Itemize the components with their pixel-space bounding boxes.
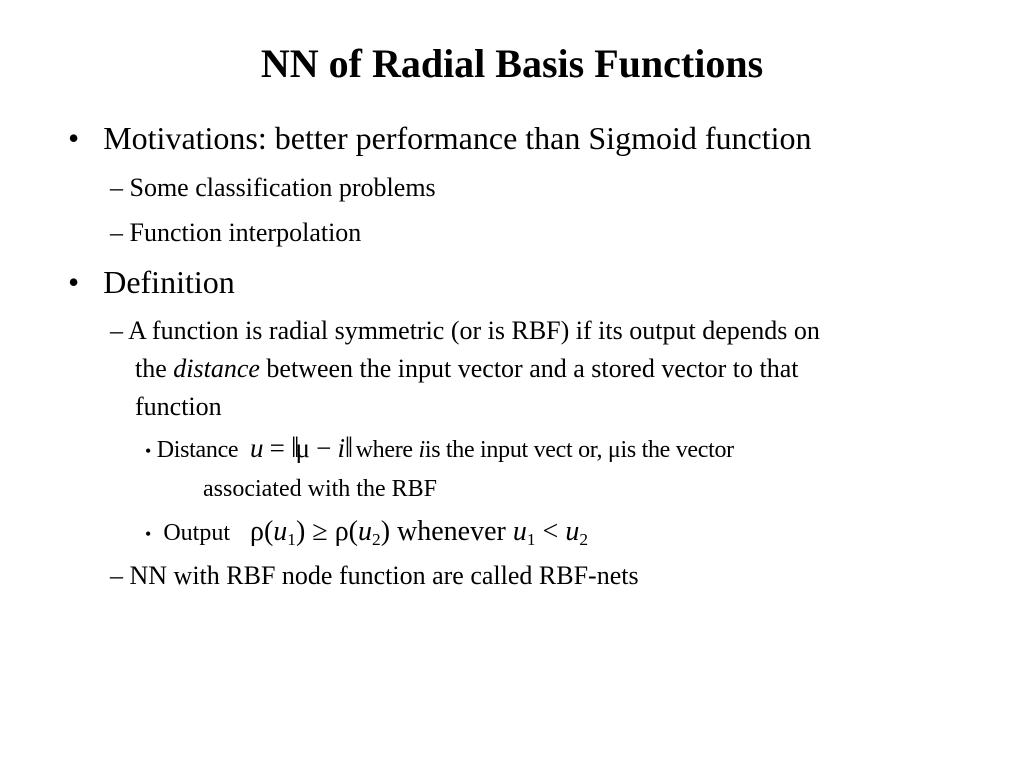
output-label: Output <box>163 520 230 546</box>
subbullet-rbf-definition-line3: function <box>135 388 222 426</box>
slide-title: NN of Radial Basis Functions <box>260 41 764 86</box>
subbullet-classification: – Some classification problems <box>110 169 436 207</box>
def-line2-pre: the <box>135 354 167 383</box>
mu-symbol: μ <box>607 437 621 463</box>
distance-label: Distance <box>156 437 239 463</box>
bullet-motivations: • Motivations: better performance than S… <box>68 119 811 157</box>
subsub-distance: • Distance u = ‖μ − i‖ where iis the inp… <box>145 431 734 468</box>
dash-marker: – <box>110 561 123 590</box>
subbullet-rbf-definition-line2: the distance between the input vector an… <box>135 350 799 388</box>
output-whenever: whenever <box>397 516 506 547</box>
small-bullet-marker: • <box>145 524 152 544</box>
interpolation-text: Function interpolation <box>129 218 362 247</box>
subbullet-interpolation: – Function interpolation <box>110 214 361 252</box>
subsub-distance-line2: associated with the RBF <box>203 472 437 506</box>
bullet-marker: • <box>68 264 80 300</box>
motivations-text: Motivations: better performance than Sig… <box>103 120 812 156</box>
distance-formula: u = ‖μ − i‖ <box>250 431 354 464</box>
distance-line2-text: associated with the RBF <box>203 476 437 502</box>
definition-text: Definition <box>103 264 235 300</box>
bullet-definition: • Definition <box>68 263 235 301</box>
distance-mu-text: is the vector <box>620 437 734 463</box>
subbullet-rbf-definition-line1: – A function is radial symmetric (or is … <box>110 312 820 350</box>
dash-marker: – <box>110 218 123 247</box>
distance-i-text: is the input vect or, <box>424 437 603 463</box>
small-bullet-marker: • <box>145 441 152 461</box>
distance-where: where <box>355 437 413 463</box>
dash-marker: – <box>110 173 123 202</box>
def-line3-text: function <box>135 392 222 421</box>
rbf-nets-text: NN with RBF node function are called RBF… <box>129 561 639 590</box>
dash-marker: – <box>110 316 123 345</box>
output-formula: ρ(u1) ≥ ρ(u2) whenever u1 < u2 <box>249 516 589 550</box>
classification-text: Some classification problems <box>129 173 436 202</box>
def-line2-post: between the input vector and a stored ve… <box>266 354 799 383</box>
subsub-output: • Output ρ(u1) ≥ ρ(u2) whenever u1 < u2 <box>145 515 588 551</box>
def-line1-text: A function is radial symmetric (or is RB… <box>128 316 820 345</box>
input-symbol-i: i <box>418 437 425 463</box>
subbullet-rbf-nets: – NN with RBF node function are called R… <box>110 557 639 595</box>
bullet-marker: • <box>68 120 80 156</box>
def-distance-emphasis: distance <box>173 354 260 383</box>
